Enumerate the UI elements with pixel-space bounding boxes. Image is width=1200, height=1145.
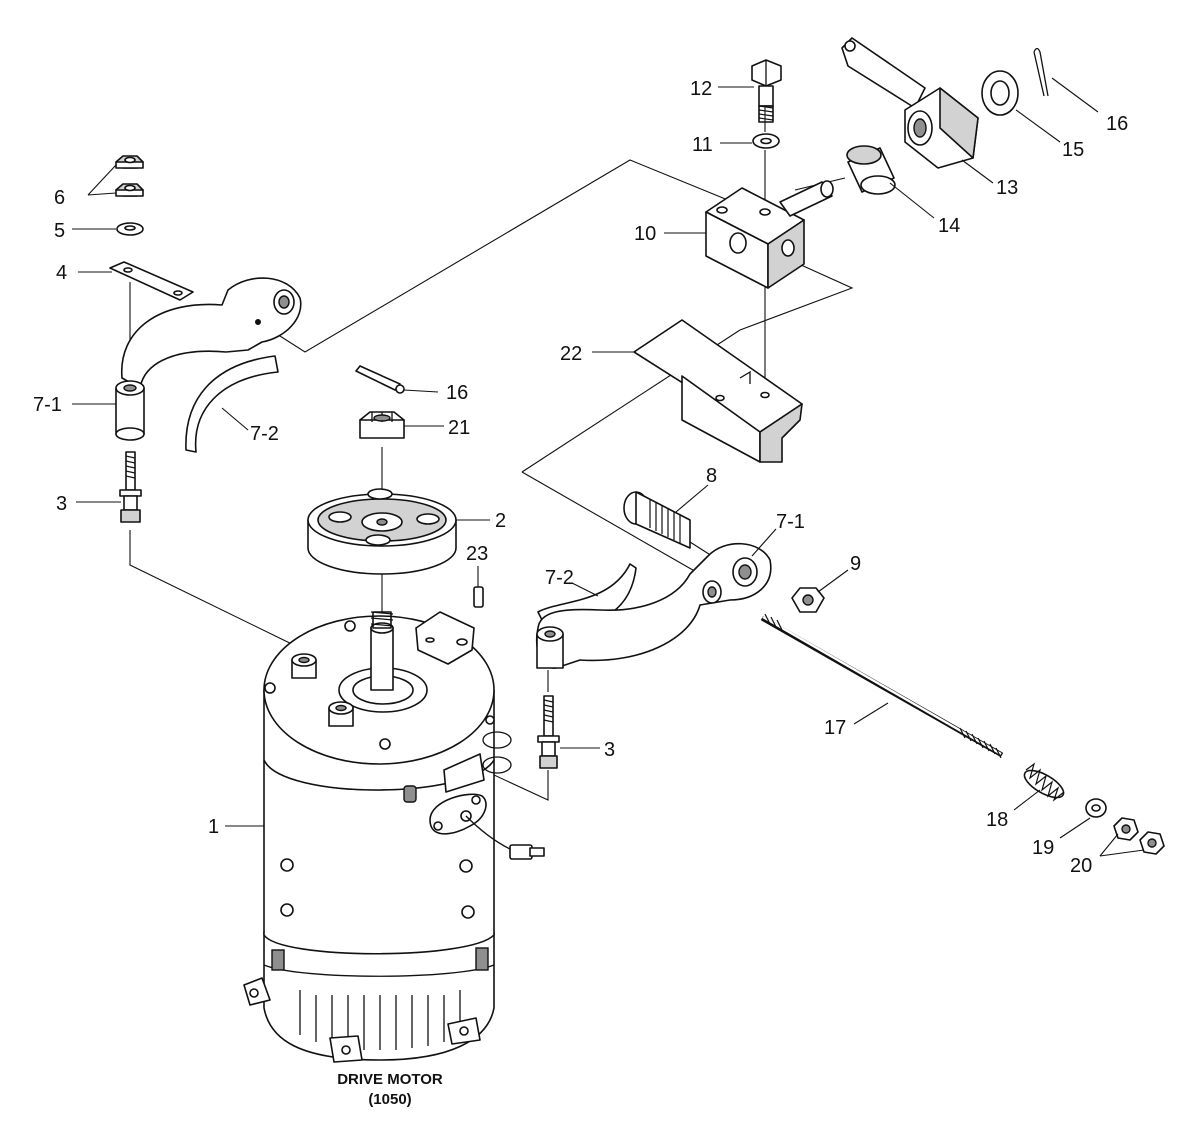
motor-1 [243, 611, 545, 1063]
washer-15 [981, 70, 1019, 116]
label-9: 9 [850, 553, 861, 575]
caption-model: (1050) [368, 1091, 411, 1108]
nuts-6 [115, 155, 144, 197]
label-13: 13 [996, 177, 1018, 199]
label-17: 17 [824, 717, 846, 739]
label-15: 15 [1062, 139, 1084, 161]
washer-19 [1085, 798, 1107, 818]
label-23: 23 [466, 543, 488, 565]
caption-title: DRIVE MOTOR [337, 1071, 443, 1088]
bolt-12 [751, 59, 782, 123]
label-10: 10 [634, 223, 656, 245]
label-7-2-left: 7-2 [250, 423, 279, 445]
stud-3-left [119, 451, 142, 523]
label-22: 22 [560, 343, 582, 365]
label-2: 2 [495, 510, 506, 532]
clamp-7-1-left [115, 277, 302, 441]
label-1: 1 [208, 816, 219, 838]
clamp-7-1-right [536, 542, 772, 669]
label-18: 18 [986, 809, 1008, 831]
arm-13 [841, 37, 979, 169]
label-16-top: 16 [1106, 113, 1128, 135]
leader-lines [72, 86, 1145, 857]
label-5: 5 [54, 220, 65, 242]
bracket-22 [633, 319, 803, 463]
washer-5 [116, 222, 144, 236]
clamp-7-2-left [185, 355, 279, 453]
lock-washer-11 [752, 133, 780, 149]
plate-4 [109, 261, 194, 301]
nuts-20 [1113, 817, 1165, 855]
part-labels: 1 2 3 3 4 5 6 7-1 7-2 7-1 7-2 8 9 10 11 … [33, 78, 1128, 877]
cotter-pin-16-top [1033, 47, 1099, 113]
label-20: 20 [1070, 855, 1092, 877]
stud-3-right [537, 695, 560, 769]
label-8: 8 [706, 465, 717, 487]
cotter-pin-16-center [355, 365, 405, 394]
block-10 [705, 180, 834, 289]
rod-17 [760, 613, 1004, 759]
bolt-8 [623, 491, 691, 549]
pulley-2 [307, 488, 457, 575]
caption: DRIVE MOTOR (1050) [337, 1071, 443, 1108]
label-16-center: 16 [446, 382, 468, 404]
spring-18 [1023, 762, 1065, 802]
label-7-1-right: 7-1 [776, 511, 805, 533]
label-12: 12 [690, 78, 712, 100]
label-7-1-left: 7-1 [33, 394, 62, 416]
key-23 [473, 586, 484, 608]
label-19: 19 [1032, 837, 1054, 859]
label-4: 4 [56, 262, 67, 284]
label-21: 21 [448, 417, 470, 439]
label-3-right: 3 [604, 739, 615, 761]
label-11: 11 [692, 134, 713, 156]
label-7-2-right: 7-2 [545, 567, 574, 589]
label-14: 14 [938, 215, 960, 237]
nut-9 [791, 587, 825, 613]
bushing-14 [846, 145, 896, 195]
label-6: 6 [54, 187, 65, 209]
label-3-left: 3 [56, 493, 67, 515]
castle-nut-21 [359, 411, 405, 439]
